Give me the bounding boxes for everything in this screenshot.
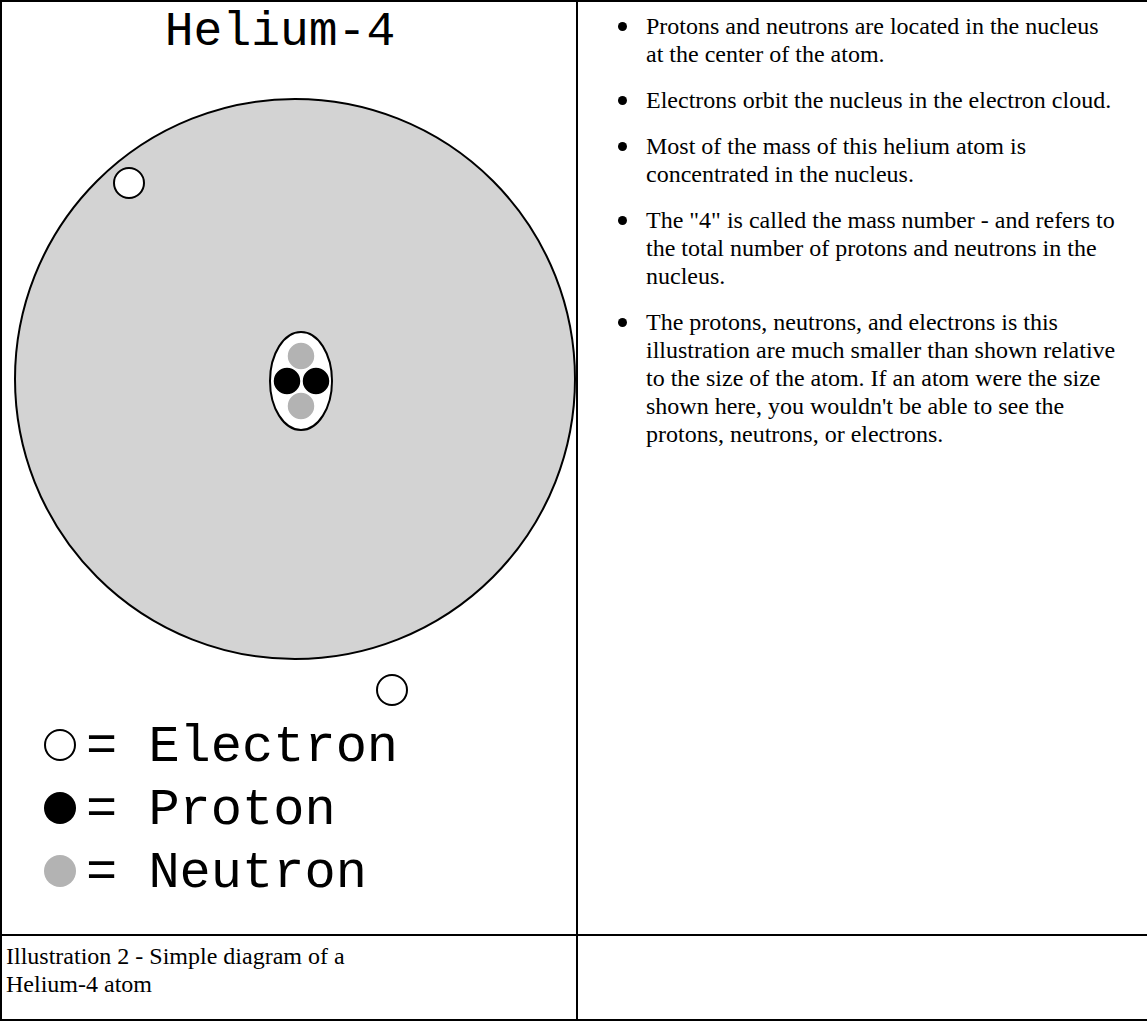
table-border [0, 0, 2, 1021]
legend-swatch [44, 855, 76, 887]
table-border [0, 0, 1147, 2]
legend: = Electron = Proton = Neutron [44, 716, 398, 905]
note-item: Electrons orbit the nucleus in the elect… [616, 86, 1126, 114]
figure-title: Helium-4 [165, 6, 395, 59]
note-item: The "4" is called the mass number - and … [616, 206, 1126, 290]
legend-text: = Proton [86, 782, 336, 839]
bullet-dot [618, 318, 627, 327]
electron-cloud [15, 99, 575, 659]
note-text: The "4" is called the mass number - and … [646, 206, 1121, 290]
note-item: Protons and neutrons are located in the … [616, 12, 1126, 68]
electron [114, 168, 144, 198]
caption-box: Illustration 2 - Simple diagram of a Hel… [6, 942, 406, 998]
note-text: The protons, neutrons, and electrons is … [646, 308, 1121, 448]
note-text: Most of the mass of this helium atom is … [646, 132, 1121, 188]
note-text: Protons and neutrons are located in the … [646, 12, 1121, 68]
table-border [0, 1019, 1147, 1021]
bullet-dot [618, 216, 627, 225]
title-box: Helium-4 [0, 6, 560, 59]
bullet-dot [618, 96, 627, 105]
neutron [287, 342, 315, 370]
legend-row: = Neutron [44, 842, 398, 905]
note-text: Electrons orbit the nucleus in the elect… [646, 86, 1121, 114]
nucleus [270, 332, 332, 430]
neutron [287, 392, 315, 420]
legend-row: = Proton [44, 779, 398, 842]
legend-swatch [44, 792, 76, 824]
bullet-dot [618, 142, 627, 151]
proton [302, 367, 330, 395]
legend-text: = Neutron [86, 845, 367, 902]
bullet-dot [618, 22, 627, 31]
table-divider [0, 934, 1147, 936]
note-item: The protons, neutrons, and electrons is … [616, 308, 1126, 448]
electron [377, 675, 407, 705]
proton [273, 367, 301, 395]
figure-caption: Illustration 2 - Simple diagram of a Hel… [6, 942, 406, 998]
legend-text: = Electron [86, 719, 398, 776]
note-item: Most of the mass of this helium atom is … [616, 132, 1126, 188]
legend-row: = Electron [44, 716, 398, 779]
legend-swatch [44, 729, 76, 761]
note-list: Protons and neutrons are located in the … [616, 12, 1126, 466]
table-divider [576, 0, 578, 1021]
